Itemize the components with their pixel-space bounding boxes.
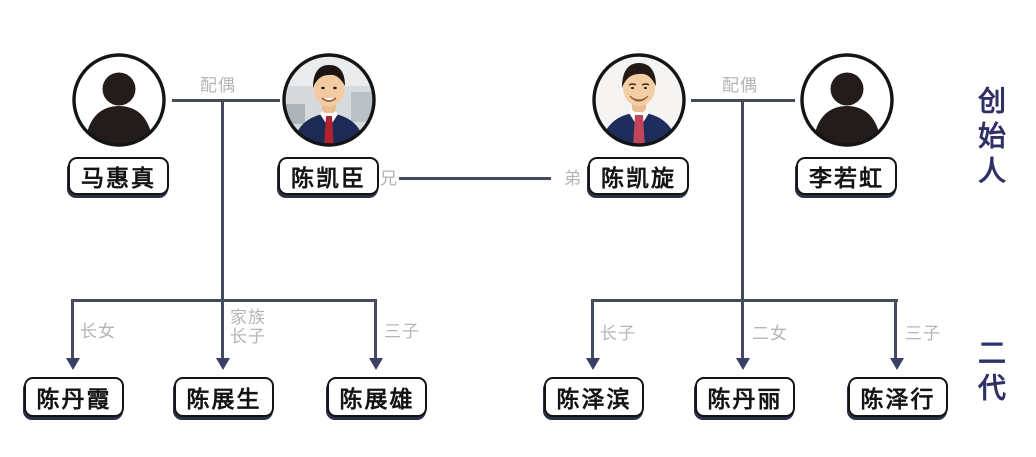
younger-brother-label: 弟 [564,169,582,188]
generation-label-second-gen: 二代 [975,338,1006,408]
child-relation-label: 长女 [80,322,116,341]
person-name-badge: 陈展雄 [327,377,427,417]
photo-portrait-icon [591,52,687,148]
elder-brother-label: 兄 [380,169,398,188]
child-relation-label: 长子 [600,324,636,343]
parent-drop-line-right [741,99,744,360]
children-branch-line-right [591,299,898,302]
generation-label-founders: 创始人 [975,86,1006,191]
child-drop-line [591,299,594,360]
parent-drop-line-left [221,99,224,360]
brothers-line [399,177,551,180]
person-name-badge: 陈泽滨 [544,377,644,417]
child-relation-label: 三子 [905,324,941,343]
arrow-down-icon [216,358,230,370]
arrow-down-icon [369,358,383,370]
photo-portrait-icon [281,52,377,148]
person-name-badge: 陈展生 [174,377,274,417]
spouse-label-left: 配偶 [200,76,236,95]
person-name-badge: 陈凯旋 [588,157,689,195]
arrow-down-icon [736,358,750,370]
person-name-badge: 陈泽行 [848,377,948,417]
child-drop-line [71,299,74,360]
person-name-badge: 李若虹 [796,157,897,195]
child-drop-line [374,299,377,360]
silhouette-person-icon [799,52,895,148]
child-drop-line [894,299,897,360]
arrow-down-icon [890,358,904,370]
silhouette-person-icon [71,52,167,148]
children-branch-line-left [71,299,377,302]
child-relation-label: 家族 长子 [230,308,266,346]
child-relation-label: 三子 [384,322,420,341]
arrow-down-icon [66,358,80,370]
child-relation-label: 二女 [752,324,788,343]
person-name-badge: 马惠真 [68,157,169,195]
spouse-label-right: 配偶 [722,76,758,95]
person-name-badge: 陈凯臣 [278,157,379,195]
spouse-line-left [172,99,280,102]
person-name-badge: 陈丹霞 [24,377,124,417]
arrow-down-icon [586,358,600,370]
person-name-badge: 陈丹丽 [695,377,795,417]
